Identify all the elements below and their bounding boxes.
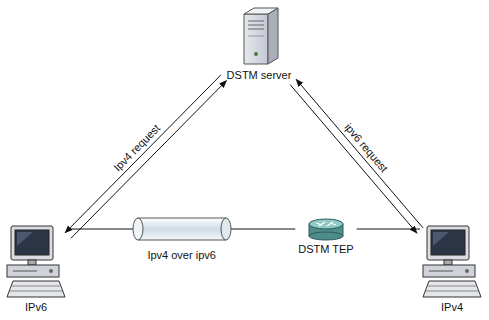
node-label: DSTM server: [227, 69, 292, 82]
tunnel-tube: [138, 218, 226, 240]
server-icon: [248, 25, 264, 26]
computer-icon: [423, 226, 481, 297]
router-icon: [309, 232, 343, 240]
server-icon: [248, 36, 264, 37]
edge-label: ipv6 request: [340, 120, 391, 177]
router-icon: [316, 222, 336, 226]
server-icon: [248, 21, 264, 22]
computer-icon: [423, 226, 481, 297]
host-node: IPv4: [420, 222, 484, 314]
connector-line: [65, 75, 221, 233]
server-icon: [268, 8, 278, 64]
tunnel-tube: [221, 218, 231, 240]
tunnel-tube: [138, 240, 226, 241]
router-icon: [309, 219, 343, 240]
edge-label: Ipv4 over ipv6: [145, 249, 217, 262]
tunnel-tube: [133, 218, 231, 240]
tunnel-tube: [138, 218, 226, 219]
connector-line: [357, 229, 420, 230]
server-icon: [244, 14, 268, 64]
computer-icon: [7, 226, 65, 297]
server-icon: [244, 8, 278, 64]
host-node: IPv6: [4, 222, 68, 314]
connector-line: [290, 85, 417, 234]
tep-node: DSTM TEP: [295, 216, 356, 256]
connector-line: [71, 81, 227, 239]
server-icon: [254, 52, 258, 56]
server-node: DSTM server: [224, 2, 295, 82]
server-icon: [244, 8, 278, 14]
tunnel-tube: [133, 218, 143, 240]
router-icon: [309, 219, 343, 229]
edge-label: Ipv4 request: [110, 121, 165, 176]
server-icon: [248, 29, 264, 30]
node-label: IPv4: [441, 301, 463, 314]
node-label: DSTM TEP: [298, 243, 353, 256]
computer-icon: [7, 226, 65, 297]
node-label: IPv6: [25, 301, 47, 314]
connector-line: [296, 79, 423, 228]
